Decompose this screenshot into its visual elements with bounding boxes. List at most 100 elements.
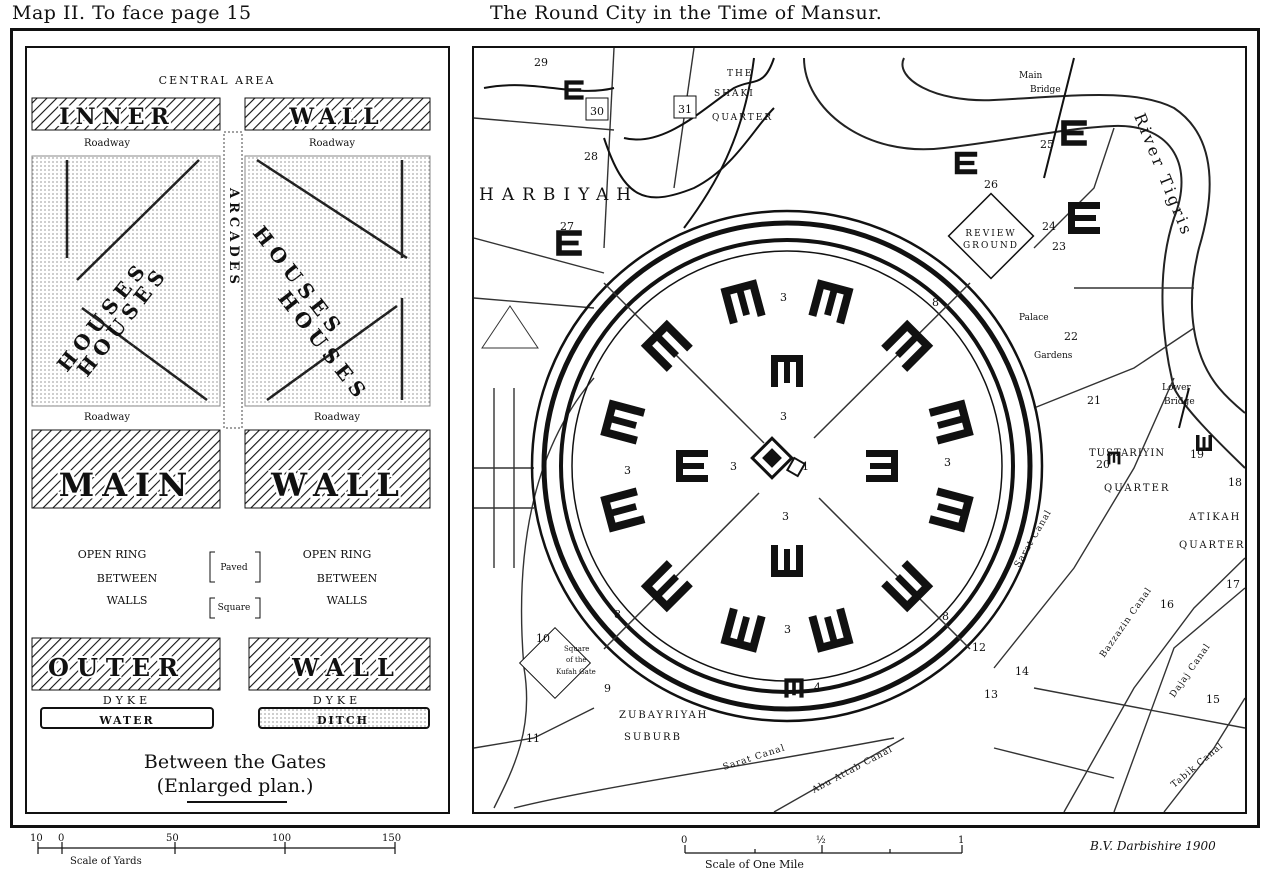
mile-scale: 0 ½ 1 Scale of One Mile (681, 835, 964, 871)
central-area-label: CENTRAL AREA (159, 74, 276, 87)
site-number: 27 (560, 220, 574, 233)
kufah-gate-square (518, 626, 592, 700)
site-number: 3 (730, 460, 737, 473)
site-number: 10 (536, 632, 550, 645)
quarter-block (676, 450, 708, 482)
atikah-quarter-label: QUARTER (1179, 540, 1245, 551)
ditch-label: DITCH (317, 714, 369, 727)
cartographer-signature: B.V. Darbishire 1900 (1089, 839, 1216, 853)
site-number: 3 (780, 291, 787, 304)
site-number: 30 (590, 105, 604, 118)
site-number: 24 (1042, 220, 1056, 233)
site-number: 8 (942, 610, 949, 623)
site-number: 8 (614, 608, 621, 621)
main-bridge (1043, 57, 1075, 179)
tustariyin-label: TUSTARIYIN (1089, 448, 1165, 459)
quarter-block (928, 487, 974, 533)
roadway-label: Roadway (309, 138, 355, 149)
between-label: BETWEEN (317, 572, 378, 585)
site-number: 1 (802, 460, 809, 473)
mile-tick: ½ (816, 835, 826, 846)
shakiri-label: SHAKI (714, 89, 755, 99)
roadway-label: Roadway (84, 412, 130, 423)
numbered-sites: 1 2 3 3 3 3 3 3 3 4 8 8 8 9 10 11 12 13 … (526, 56, 1242, 745)
quarter-block (771, 355, 803, 387)
gate-roads (603, 282, 971, 650)
inner-wall-label-left: INNER (59, 104, 175, 130)
yards-tick: 100 (272, 833, 291, 844)
mile-tick: 0 (681, 835, 687, 846)
site-number: 8 (932, 296, 939, 309)
quarter-block (1107, 451, 1121, 465)
dyke-label: DYKE (313, 694, 361, 707)
tigris-west-bank (803, 57, 1245, 469)
site-number: 25 (1040, 138, 1054, 151)
quarter-block (1196, 435, 1212, 451)
quarter-block (866, 450, 898, 482)
outer-wall-label-left: OUTER (48, 653, 186, 682)
walls-label: WALLS (327, 594, 368, 607)
open-ring-label: OPEN RING (78, 548, 147, 561)
main-wall-left (31, 429, 221, 509)
quarter-block (720, 607, 766, 653)
map-title: The Round City in the Time of Mansur. (490, 2, 883, 24)
lower-bridge-label: Bridge (1164, 397, 1195, 407)
dajaj-canal-label: Dajaj Canal (1168, 642, 1213, 700)
yards-tick: 150 (382, 833, 401, 844)
outer-wall-right (248, 637, 431, 691)
quarter-block (600, 487, 646, 533)
river-tigris-label: River Tigris (1130, 110, 1197, 239)
map-canvas: HARBIYAH THE SHAKI QUARTER Main Bridge R… (474, 48, 1245, 812)
site-number: 4 (814, 681, 821, 694)
inner-wall-label-right: WALL (288, 104, 384, 130)
quarter-block (720, 279, 766, 325)
harbiyah-label: HARBIYAH (479, 185, 639, 205)
site-number: 15 (1206, 693, 1220, 706)
quarter-blocks (556, 80, 1212, 698)
canals (483, 57, 775, 229)
road-network (474, 48, 1245, 812)
great-mosque (785, 456, 807, 478)
quarter-block (600, 399, 646, 445)
site-number: 16 (1160, 598, 1174, 611)
tigris-east-bank (901, 57, 1245, 414)
site-number: 3 (624, 464, 631, 477)
triangle-plot (481, 305, 539, 349)
inner-wall-right (244, 97, 431, 131)
roadway-label: Roadway (314, 412, 360, 423)
shakiri-label: THE (727, 69, 753, 79)
outer-wall-ring (541, 220, 1033, 712)
site-31 (673, 95, 697, 119)
quarter-block (556, 230, 582, 256)
abu-attab-canal-label: Abu Attab Canal (810, 745, 895, 796)
palace-gardens-label: Gardens (1034, 351, 1073, 361)
main-bridge-label: Main (1019, 71, 1042, 81)
between-label: BETWEEN (97, 572, 158, 585)
tabik-canal-label: Tabik Canal (1170, 741, 1226, 790)
quarter-block (771, 545, 803, 577)
site-number: 28 (584, 150, 598, 163)
site-number: 12 (972, 641, 986, 654)
inset-plan: CENTRAL AREA INNER WALL Roadway Roadway … (31, 74, 431, 803)
yards-tick: 10 (30, 833, 43, 844)
outer-wall-label-right: WALL (291, 653, 402, 682)
site-number: 31 (678, 103, 692, 116)
open-ring-label: OPEN RING (303, 548, 372, 561)
main-wall-label-left: MAIN (59, 466, 195, 504)
mile-tick: 1 (958, 835, 964, 846)
quarter-block (1068, 202, 1100, 234)
site-number: 29 (534, 56, 548, 69)
suburb-label: SUBURB (624, 732, 682, 743)
kufah-gate-label: Square (564, 645, 589, 653)
golden-gate-palace (750, 436, 794, 480)
quarter-block (881, 560, 934, 613)
paved-square-bracket (209, 551, 261, 619)
review-ground (947, 192, 1035, 280)
tustariyin-quarter-label: QUARTER (1104, 483, 1170, 494)
quarter-block (808, 279, 854, 325)
lower-bridge-label: Lower (1162, 383, 1191, 393)
site-number: 18 (1228, 476, 1242, 489)
main-wall-right (244, 429, 431, 509)
site-number: 2 (767, 452, 774, 465)
yards-tick: 0 (58, 833, 64, 844)
